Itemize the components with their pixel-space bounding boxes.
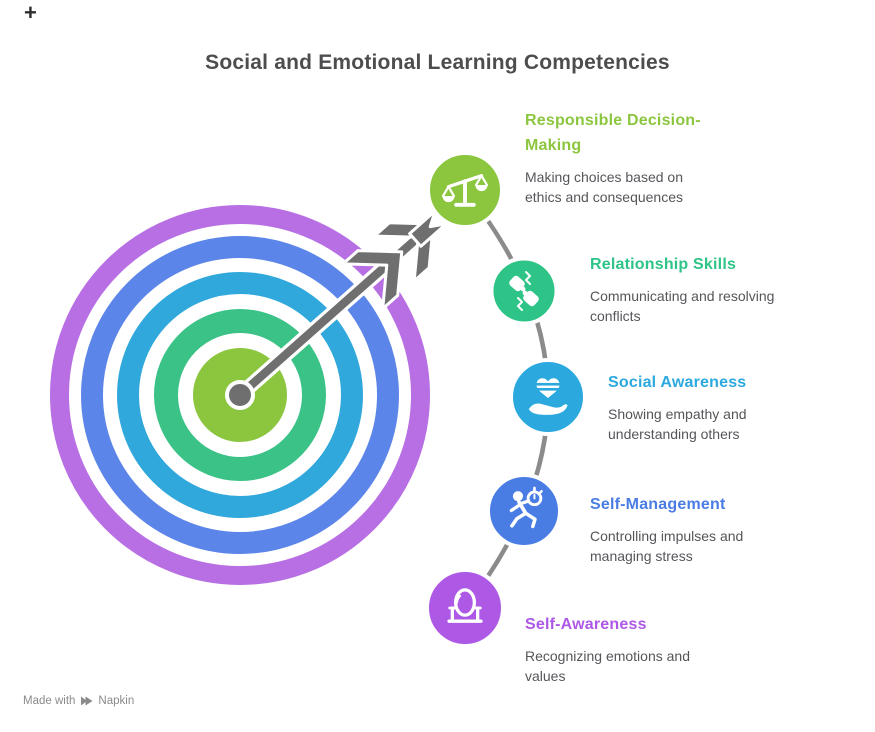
napkin-logo-icon — [81, 696, 93, 706]
item-description: Showing empathy and understanding others — [608, 406, 747, 442]
item-title: Relationship Skills — [590, 256, 737, 273]
corner-mark: + — [24, 0, 37, 25]
item-self-awareness: Self-Awareness Recognizing emotions and … — [525, 612, 760, 686]
runner-stopwatch-icon — [509, 486, 543, 529]
bullseye-target — [50, 205, 430, 585]
item-description: Making choices based on ethics and conse… — [525, 169, 683, 205]
node-self-awareness — [425, 568, 505, 648]
node-social-awareness — [509, 358, 587, 436]
arrow — [239, 209, 448, 397]
item-title: Social Awareness — [608, 374, 747, 391]
item-social-awareness: Social Awareness Showing empathy and und… — [608, 370, 833, 444]
item-title: Responsible Decision- Making — [525, 112, 701, 154]
item-title: Self-Management — [590, 496, 726, 513]
watermark-brand: Napkin — [98, 695, 135, 707]
node-self-management — [486, 473, 562, 549]
page-title: Social and Emotional Learning Competenci… — [205, 51, 670, 74]
item-description: Communicating and resolving conflicts — [590, 288, 775, 324]
item-self-management: Self-Management Controlling impulses and… — [590, 492, 825, 566]
item-responsible-decision-making: Responsible Decision- Making Making choi… — [525, 108, 760, 207]
watermark: Made with Napkin — [23, 695, 134, 707]
scales-of-justice-icon — [441, 174, 489, 207]
arrow-impact-dot — [225, 380, 255, 410]
fist-bump-icon — [509, 271, 539, 311]
item-description: Recognizing emotions and values — [525, 648, 690, 684]
node-relationship-skills — [489, 256, 559, 326]
hand-holding-heart-icon — [528, 378, 568, 415]
node-responsible-decision-making — [426, 151, 504, 229]
item-title: Self-Awareness — [525, 616, 647, 633]
item-relationship-skills: Relationship Skills Communicating and re… — [590, 252, 825, 326]
item-description: Controlling impulses and managing stress — [590, 528, 744, 564]
mirror-icon — [447, 588, 483, 623]
watermark-prefix: Made with — [23, 695, 76, 707]
arrow-fletching — [341, 209, 448, 311]
